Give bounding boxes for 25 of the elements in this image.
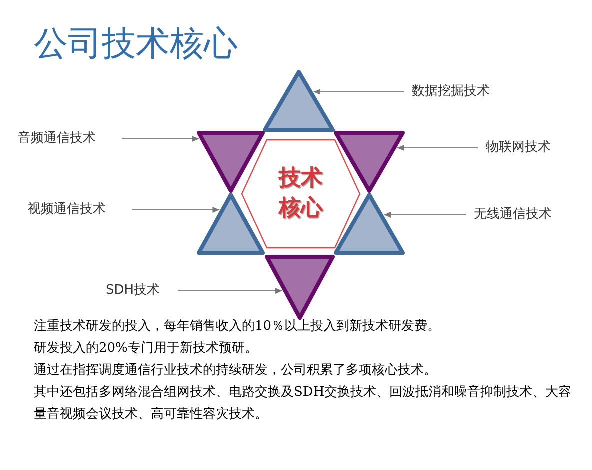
arrow	[132, 207, 220, 213]
description-text: 注重技术研发的投入，每年销售收入的10％以上投入到新技术研发费。	[34, 318, 442, 336]
description-text: 通过在指挥调度通信行业技术的持续研发，公司积累了多项核心技术。	[34, 362, 438, 380]
tech-label: 视频通信技术	[28, 200, 106, 220]
arrow	[122, 136, 200, 142]
triangle-shape	[263, 70, 335, 132]
arrow	[384, 212, 466, 218]
description-text: 其中还包括多网络混合组网技术、电路交换及SDH交换技术、回波抵消和噪音抑制技术、大容量音视频会议技术、高可靠性容灾技术。	[34, 384, 573, 424]
tech-label: 无线通信技术	[474, 205, 552, 225]
description-text: 研发投入的20%专门用于新技术预研。	[34, 340, 259, 358]
tech-label: SDH技术	[106, 281, 160, 301]
title: 公司技术核心	[34, 23, 238, 66]
triangle-shape	[334, 193, 405, 255]
tech-label: 物联网技术	[486, 138, 551, 158]
tech-label: 音频通信技术	[18, 129, 96, 149]
triangle-shape	[334, 131, 405, 193]
triangle-shape	[197, 131, 265, 193]
arrow	[396, 145, 478, 151]
arrow	[178, 288, 283, 294]
triangle-shape	[265, 255, 335, 320]
hexagon	[240, 138, 362, 250]
tech-label: 数据挖掘技术	[412, 82, 490, 102]
core-text: 技术核心	[278, 165, 324, 223]
triangle-shape	[197, 193, 265, 255]
arrow	[313, 89, 404, 95]
